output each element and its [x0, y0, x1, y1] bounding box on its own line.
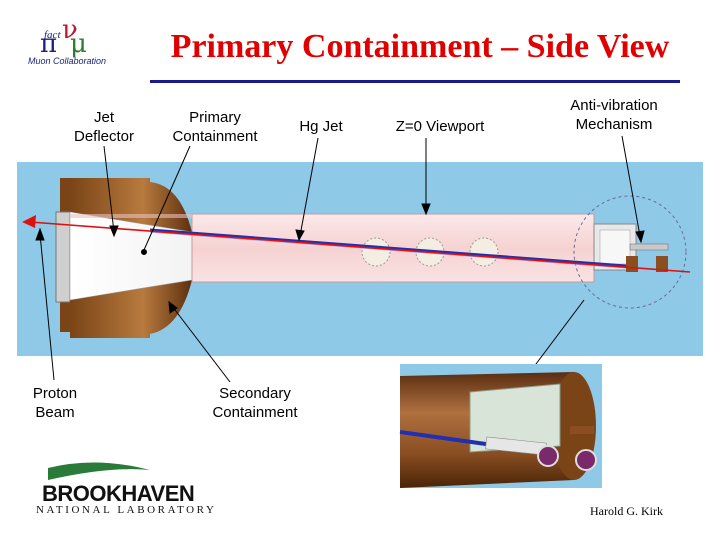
callout-jet-deflector: Jet Deflector: [64, 108, 144, 146]
callout-primary-containment: Primary Containment: [160, 108, 270, 146]
pointer-detail-view: [529, 299, 585, 373]
callout-antivibration-line2: Mechanism: [575, 116, 653, 133]
callout-proton-beam-line2: Beam: [35, 404, 75, 421]
callout-secondary-containment: Secondary Containment: [200, 384, 310, 422]
inset-bearing-2: [575, 449, 597, 471]
callout-hg-jet: Hg Jet: [299, 118, 343, 135]
pointer-viewport-head: [421, 203, 431, 216]
pointer-secondary-containment: [171, 305, 231, 383]
jet-deflector-assembly: [55, 178, 193, 338]
callout-primary-containment-line1: Primary: [189, 109, 241, 126]
title-underline: [150, 80, 680, 83]
pointer-jet-deflector: [103, 145, 115, 233]
tube-entry-lip: [70, 214, 192, 218]
institution-subtitle: NATIONAL LABORATORY: [36, 504, 217, 516]
upper-deflector-horn: [70, 178, 192, 232]
pointer-antivibration-head: [635, 230, 645, 244]
antivibration-rod: [629, 243, 669, 251]
callout-secondary-containment-line2: Containment: [212, 404, 298, 421]
upper-bolt: [60, 178, 70, 214]
institution-name: BROOKHAVEN: [42, 481, 195, 506]
pointer-primary-containment: [143, 145, 191, 251]
inset-window: [469, 383, 561, 453]
hg-jet-stream: [149, 228, 627, 268]
antivibration-inner: [599, 229, 631, 265]
antivibration-detail-circle: [573, 195, 687, 309]
viewport-window-3: [469, 237, 499, 267]
pointer-primary-containment-dot: [141, 249, 147, 255]
callout-antivibration-line1: Anti-vibration: [570, 97, 658, 114]
callout-primary-containment-line2: Containment: [172, 128, 258, 145]
lower-deflector-horn: [70, 280, 192, 338]
callout-jet-deflector-line1: Jet: [93, 109, 114, 126]
callout-proton-beam-line1: Proton: [32, 385, 78, 402]
lower-bolt: [60, 296, 70, 332]
pointer-hg-jet: [299, 137, 319, 237]
callout-antivibration: Anti-vibration Mechanism: [556, 96, 672, 134]
pointer-secondary-containment-head: [168, 300, 178, 314]
hg-jet-highlight: [149, 231, 627, 269]
inset-clamp: [570, 426, 594, 434]
logo-fact-text: fact: [44, 29, 61, 41]
antivibration-clamp-2: [656, 256, 668, 272]
pointer-hg-jet-head: [295, 229, 305, 242]
pointer-proton-beam-head: [35, 227, 45, 241]
pointer-jet-deflector-head: [109, 225, 119, 238]
callout-jet-deflector-line2: Deflector: [73, 128, 135, 145]
antivibration-detail-inset: [399, 364, 602, 488]
bnl-emblem: [48, 462, 150, 480]
callout-proton-beam: Proton Beam: [20, 384, 90, 422]
proton-beam-line: [29, 221, 691, 273]
viewport-window-1: [361, 237, 391, 267]
inset-bearing-1: [537, 445, 559, 467]
proton-beam-arrowhead: [22, 215, 36, 228]
callout-viewport: Z=0 Viewport: [395, 118, 485, 135]
inset-hg-jet: [399, 430, 501, 448]
antivibration-clamp-1: [626, 256, 638, 272]
pointer-proton-beam: [39, 233, 55, 381]
pointer-antivibration: [621, 135, 641, 237]
page-title: Primary Containment – Side View: [170, 28, 670, 65]
author-name: Harold G. Kirk: [590, 504, 663, 518]
logo-subtitle: Muon Collaboration: [28, 56, 107, 66]
callout-secondary-containment-line1: Secondary: [219, 385, 291, 402]
